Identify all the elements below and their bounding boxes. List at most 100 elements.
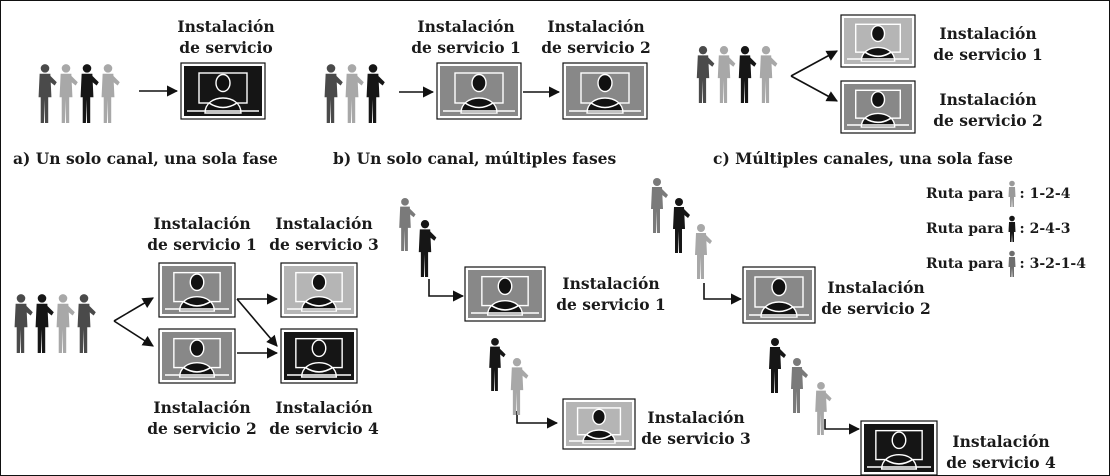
label-line1: Instalación	[153, 398, 251, 417]
customer-figure	[77, 294, 96, 353]
arrow-e-2	[516, 411, 559, 429]
customer-figure	[80, 64, 99, 123]
service-box-a	[180, 62, 266, 120]
label-d-service-3: Instalación de servicio 3	[263, 213, 385, 255]
route-prefix: Ruta para	[926, 221, 1004, 237]
label-e-service-1: Instalación de servicio 1	[546, 273, 676, 315]
label-line1: Instalación	[562, 274, 660, 293]
label-a-service: Instalación de servicio	[161, 16, 291, 58]
customer-figure	[345, 64, 364, 123]
label-line1: Instalación	[939, 90, 1037, 109]
customer-figure	[38, 64, 57, 123]
route-sequence: : 1-2-4	[1019, 186, 1071, 202]
customer-figure	[418, 220, 437, 277]
arrow-c-1	[790, 50, 838, 77]
service-box-e-3	[562, 398, 636, 450]
caption-c: c) Múltiples canales, una sola fase	[713, 149, 1013, 168]
person-icon	[1008, 215, 1016, 242]
label-line2: de servicio 1	[147, 235, 257, 254]
service-box-d-3	[280, 262, 358, 318]
service-box-d-1	[158, 262, 236, 318]
label-e-service-3: Instalación de servicio 3	[631, 407, 761, 449]
service-box-e-4	[860, 420, 938, 475]
route-prefix: Ruta para	[926, 186, 1004, 202]
customer-figure	[489, 337, 506, 391]
customer-figure	[769, 338, 786, 393]
customer-figure	[759, 46, 778, 103]
customer-figure	[324, 64, 343, 123]
customer-figure	[695, 224, 712, 279]
label-d-service-1: Instalación de servicio 1	[141, 213, 263, 255]
label-line1: Instalación	[177, 17, 275, 36]
customer-figure	[510, 358, 529, 415]
service-box-d-2	[158, 328, 236, 384]
label-line2: de servicio 2	[147, 419, 257, 438]
arrow-e-4	[824, 419, 861, 435]
label-line2: de servicio 2	[821, 299, 931, 318]
label-line2: de servicio 2	[541, 38, 651, 57]
label-line1: Instalación	[939, 24, 1037, 43]
label-line2: de servicio	[179, 38, 273, 57]
arrow-d-5	[236, 298, 278, 347]
arrow-d-2	[113, 320, 154, 347]
label-line2: de servicio 3	[269, 235, 379, 254]
label-b-service-1: Instalación de servicio 1	[411, 16, 521, 58]
queue-d	[14, 294, 96, 353]
customer-figure	[651, 178, 668, 233]
customer-figure	[14, 294, 33, 353]
customer-figure	[56, 294, 75, 353]
label-line2: de servicio 3	[641, 429, 751, 448]
route-sequence: : 3-2-1-4	[1019, 256, 1086, 272]
label-d-service-4: Instalación de servicio 4	[263, 397, 385, 439]
route-legend-1: Ruta para : 1-2-4	[926, 180, 1070, 208]
label-line1: Instalación	[647, 408, 745, 427]
label-b-service-2: Instalación de servicio 2	[541, 16, 651, 58]
label-line1: Instalación	[275, 214, 373, 233]
queue-a	[38, 64, 120, 123]
label-line2: de servicio 4	[946, 453, 1056, 472]
queue-b	[324, 64, 385, 123]
label-c-service-2: Instalación de servicio 2	[923, 89, 1053, 131]
customer-figure	[101, 64, 120, 123]
label-c-service-1: Instalación de servicio 1	[923, 23, 1053, 65]
label-line1: Instalación	[952, 432, 1050, 451]
label-line1: Instalación	[417, 17, 515, 36]
label-line2: de servicio 1	[933, 45, 1043, 64]
customer-figure	[366, 64, 385, 123]
service-box-c-2	[840, 80, 916, 134]
arrow-e-1	[428, 279, 465, 302]
route-sequence: : 2-4-3	[1019, 221, 1071, 237]
service-box-b-2	[562, 62, 648, 120]
label-line2: de servicio 1	[411, 38, 521, 57]
service-box-b-1	[436, 62, 522, 120]
customer-figure	[59, 64, 78, 123]
label-line1: Instalación	[275, 398, 373, 417]
customer-figure	[696, 46, 715, 103]
customer-figure	[815, 381, 832, 435]
caption-a: a) Un solo canal, una sola fase	[13, 149, 278, 168]
label-line1: Instalación	[153, 214, 251, 233]
service-box-e-1	[464, 266, 546, 322]
customer-figure	[717, 46, 736, 103]
customer-figure	[35, 294, 54, 353]
person-icon	[1008, 180, 1016, 207]
customer-figure	[791, 358, 808, 413]
route-prefix: Ruta para	[926, 256, 1004, 272]
queue-c	[696, 46, 778, 103]
label-d-service-2: Instalación de servicio 2	[141, 397, 263, 439]
route-legend-2: Ruta para : 2-4-3	[926, 215, 1070, 243]
customer-figure	[738, 46, 757, 103]
caption-b: b) Un solo canal, múltiples fases	[333, 149, 617, 168]
service-box-d-4	[280, 328, 358, 384]
label-line2: de servicio 4	[269, 419, 379, 438]
route-legend-3: Ruta para : 3-2-1-4	[926, 250, 1086, 278]
arrow-c-2	[790, 75, 838, 102]
label-e-service-2: Instalación de servicio 2	[811, 277, 941, 319]
service-box-c-1	[840, 14, 916, 68]
arrow-e-3	[703, 283, 743, 305]
service-box-e-2	[742, 266, 816, 324]
label-line2: de servicio 2	[933, 111, 1043, 130]
label-line1: Instalación	[827, 278, 925, 297]
